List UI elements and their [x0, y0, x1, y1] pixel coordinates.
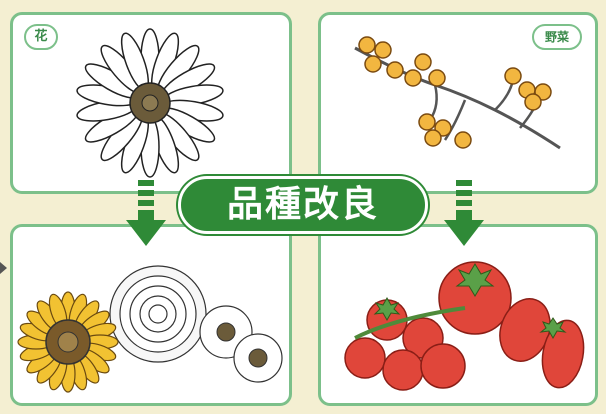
wild-berry-branch-icon — [354, 36, 561, 150]
improved-flowers-icon — [17, 265, 283, 393]
left-edge-marker — [0, 262, 7, 274]
breeding-title-badge: 品種改良 — [178, 176, 428, 234]
down-arrow-icon — [444, 180, 484, 246]
vegetable-label: 野菜 — [532, 24, 582, 50]
flower-label: 花 — [24, 24, 58, 50]
daisy-flower-icon — [76, 28, 224, 178]
down-arrow-icon — [126, 180, 166, 246]
tomatoes-icon — [344, 261, 585, 391]
